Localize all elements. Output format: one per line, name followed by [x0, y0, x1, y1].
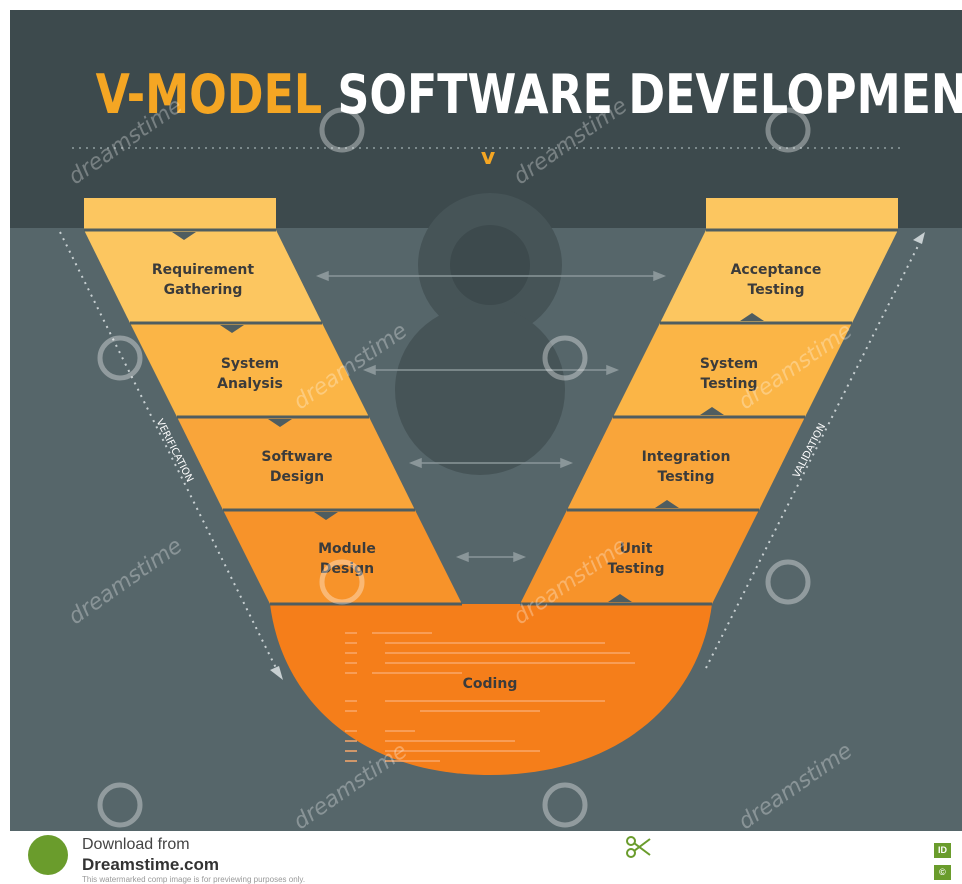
stage-label: Testing — [658, 469, 715, 485]
gear-hub-icon — [450, 225, 530, 305]
watermark-text: dreamstime — [734, 738, 857, 835]
stage-label: Design — [320, 561, 374, 577]
stage-label: Unit — [620, 541, 653, 557]
band-separators — [84, 228, 898, 606]
left-band-1 — [84, 230, 322, 323]
stage-label: Requirement — [152, 262, 255, 278]
chevron-down-icon: v — [481, 145, 496, 170]
title-accent: V-MODEL — [95, 63, 323, 126]
coding-bowl — [270, 604, 712, 775]
watermark-text: dreamstime — [509, 93, 632, 190]
left-band-3 — [177, 417, 415, 510]
footer-site-link[interactable]: Dreamstime.com — [82, 855, 220, 874]
stage-label: System — [221, 356, 279, 372]
footer-disclaimer: This watermarked comp image is for previ… — [82, 875, 306, 884]
right-band-2 — [613, 323, 852, 417]
step-notches — [172, 232, 764, 602]
copyright-badge[interactable]: © — [934, 865, 951, 880]
right-band-4 — [520, 510, 759, 604]
id-badge[interactable]: ID — [934, 843, 951, 858]
watermark-text: dreamstime — [64, 533, 187, 630]
right-band-3 — [567, 417, 805, 510]
right-cap — [706, 198, 898, 230]
verification-arrow-head-icon — [270, 666, 283, 680]
right-stage-labels: Acceptance Testing System Testing Integr… — [608, 262, 822, 577]
stage-label: Analysis — [217, 376, 283, 392]
watermark-text: dreamstime — [64, 93, 187, 190]
right-band-1 — [660, 230, 898, 323]
verification-arrow — [59, 231, 279, 673]
title-main: SOFTWARE DEVELOPMENT — [337, 63, 962, 126]
stage-label: Testing — [701, 376, 758, 392]
validation-arrow-head-icon — [913, 232, 925, 244]
stage-label: Module — [318, 541, 376, 557]
stage-label: Software — [261, 449, 332, 465]
stage-label: Testing — [608, 561, 665, 577]
footer — [0, 831, 962, 884]
header-band — [10, 10, 962, 228]
code-lines-decoration — [345, 632, 635, 762]
left-band-2 — [130, 323, 369, 417]
stage-label: Testing — [748, 282, 805, 298]
stage-label: Integration — [642, 449, 731, 465]
left-band-4 — [223, 510, 462, 604]
page-title: V-MODEL SOFTWARE DEVELOPMENT — [95, 60, 962, 130]
stage-label: Gathering — [164, 282, 243, 298]
left-stage-labels: Requirement Gathering System Analysis So… — [152, 262, 376, 577]
watermark-swirl-icon — [97, 107, 811, 828]
footer-download-text: Download from — [82, 836, 190, 853]
stage-label: System — [700, 356, 758, 372]
coding-label: Coding — [463, 676, 518, 692]
link-arrows — [315, 270, 667, 563]
stage-label: Acceptance — [731, 262, 822, 278]
scissors-icon — [626, 836, 651, 858]
watermark-text: dreamstime — [289, 738, 412, 835]
dreamstime-logo-icon — [28, 835, 68, 875]
stage-label: Design — [270, 469, 324, 485]
left-cap — [84, 198, 276, 230]
